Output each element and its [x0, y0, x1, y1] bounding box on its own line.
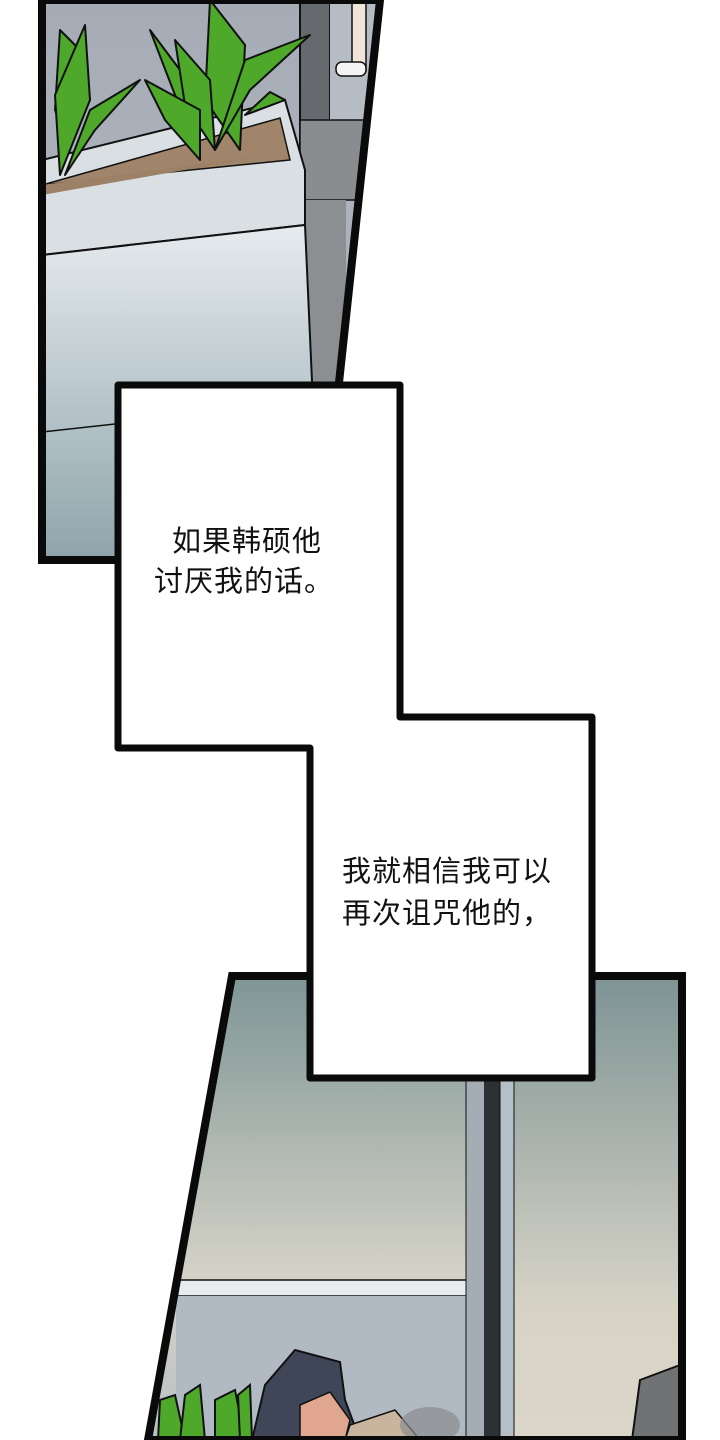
- caption-line-1a: 如果韩硕他: [172, 524, 323, 558]
- caption-line-1b: 讨厌我的话。: [154, 564, 335, 598]
- caption-line-2b: 再次诅咒他的，: [342, 896, 553, 930]
- caption-line-2a: 我就相信我可以: [342, 854, 553, 888]
